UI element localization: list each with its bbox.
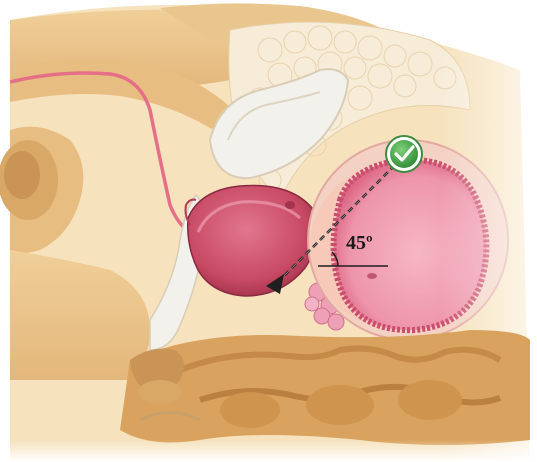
- edge-fade-bottom: [0, 440, 537, 462]
- check-circle-icon: [386, 136, 422, 172]
- rectum-intestine: [120, 330, 530, 445]
- angle-label: 45º: [346, 232, 373, 254]
